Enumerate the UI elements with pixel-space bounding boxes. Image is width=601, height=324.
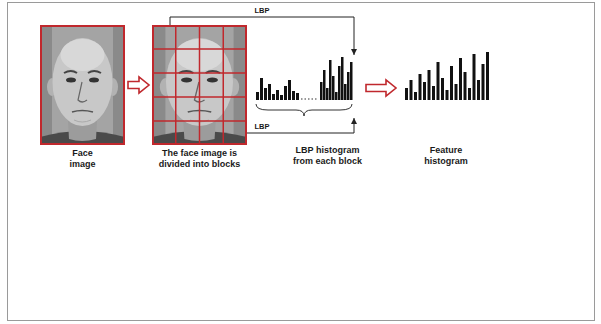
caption-text: The face image is divided into blocks (150, 148, 250, 170)
dotted-gap (301, 99, 318, 100)
brace (256, 104, 352, 116)
lbp-histogram-bars (280, 95, 283, 100)
caption-text: Feature histogram (416, 145, 476, 167)
lbp-histogram-bars (272, 94, 275, 100)
lbp-histogram-bars (347, 72, 350, 100)
block-grid (152, 120, 247, 122)
lbp-histogram-bars (296, 93, 299, 100)
feature-histogram-bars (464, 72, 467, 100)
lbp-histogram-bars (264, 88, 267, 100)
lbp-histogram-bars (276, 90, 279, 100)
feature-histogram-bars (473, 54, 476, 100)
feature-histogram-bars (414, 92, 417, 100)
face-photo (152, 25, 247, 145)
block-grid (152, 25, 247, 145)
lbp-connector (170, 17, 354, 55)
block-arrow (366, 80, 396, 96)
node-caption: Feature histogram (416, 145, 476, 167)
feature-histogram-bars (405, 52, 489, 100)
image-frame: Face image (40, 25, 125, 145)
block-grid (199, 25, 201, 145)
feature-histogram-bars (468, 88, 471, 100)
feature-histogram-bars (450, 66, 453, 100)
lbp-histogram-bars (344, 84, 347, 100)
block-grid-frame: The face image is divided into blocks (152, 25, 247, 145)
lbp-histogram-bars (326, 88, 329, 100)
lbp-histogram-bars (332, 76, 335, 100)
feature-histogram-bars (419, 74, 422, 100)
caption-text: LBP histogram from each block (287, 145, 369, 167)
lbp-histogram-bars (292, 91, 295, 100)
feature-histogram-bars (428, 70, 431, 100)
face-photo (40, 25, 125, 145)
lbp-histogram-bars (288, 80, 291, 100)
lbp-histogram-bars (320, 82, 323, 100)
feature-histogram-bars (423, 82, 426, 100)
feature-histogram-bars (459, 58, 462, 100)
lbp-histogram-bars (268, 84, 271, 100)
histogram-group: LBP histogram from each block (253, 55, 362, 118)
feature-histogram-bars (446, 90, 449, 100)
edge-label: LBP (252, 123, 271, 131)
feature-histogram-bars (437, 62, 440, 100)
lbp-histogram-bars (260, 78, 263, 100)
outer-frame (8, 3, 595, 321)
node-caption: The face image is divided into blocks (150, 148, 250, 170)
lbp-histogram-bars (329, 60, 332, 100)
caption-text: Face image (61, 148, 105, 170)
feature-histogram-bars (441, 78, 444, 100)
feature-histogram: Feature histogram (400, 50, 492, 102)
edge-label: LBP (253, 7, 272, 15)
feature-histogram-bars (432, 86, 435, 100)
feature-histogram-bars (405, 88, 408, 100)
lbp-histogram-bars (338, 66, 341, 100)
block-grid (223, 25, 225, 145)
lbp-histogram-bars (323, 70, 326, 100)
feature-histogram-bars (410, 80, 413, 100)
block-grid (152, 72, 247, 74)
lbp-histogram-bars (284, 86, 287, 100)
node-caption: LBP histogram from each block (287, 145, 369, 167)
block-arrow (128, 77, 149, 93)
lbp-connector (247, 118, 354, 133)
block-grid (152, 48, 247, 50)
feature-histogram-bars (482, 64, 485, 100)
lbp-histogram-bars (256, 57, 353, 100)
feature-histogram-bars (477, 80, 480, 100)
feature-histogram-bars (455, 84, 458, 100)
feature-histogram-bars (486, 52, 489, 100)
block-grid (175, 25, 177, 145)
lbp-histogram-bars (350, 62, 353, 100)
node-caption: Face image (61, 148, 105, 170)
lbp-histogram-bars (256, 92, 259, 100)
lbp-histogram-bars (341, 57, 344, 100)
block-grid (152, 96, 247, 98)
lbp-histogram-bars (335, 92, 338, 100)
